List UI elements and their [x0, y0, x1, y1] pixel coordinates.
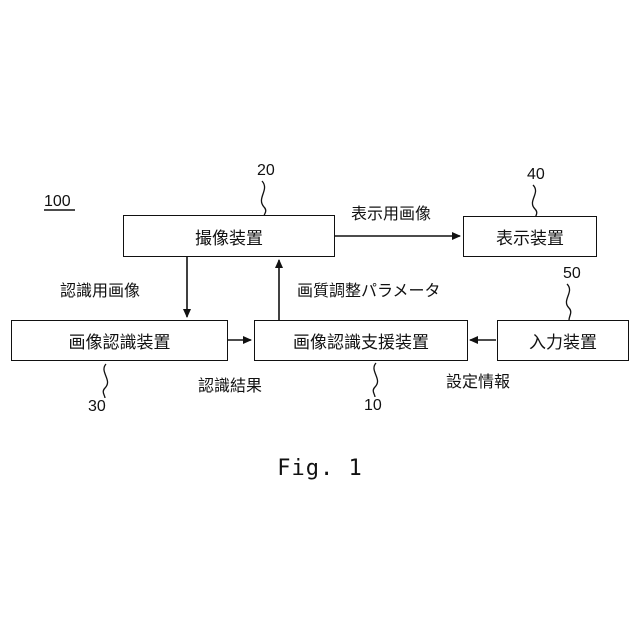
leader-support [373, 363, 377, 397]
recognizer-block: 画像認識装置 [11, 320, 228, 361]
camera-block: 撮像装置 [123, 215, 335, 257]
display-ref: 40 [527, 167, 545, 183]
input-ref: 50 [563, 266, 581, 282]
camera-ref: 20 [257, 163, 275, 179]
recognizer-ref: 30 [88, 399, 106, 415]
display-label: 表示装置 [496, 224, 564, 249]
edge-label-display-image: 表示用画像 [351, 206, 431, 222]
system-ref: 100 [44, 194, 71, 210]
edge-label-recognition-result: 認識結果 [198, 378, 262, 394]
display-block: 表示装置 [463, 216, 597, 257]
leader-input [566, 284, 570, 320]
edge-label-recognition-image: 認識用画像 [60, 283, 140, 299]
input-label: 入力装置 [529, 328, 597, 353]
leader-display [532, 185, 536, 219]
edge-label-setting-info: 設定情報 [446, 374, 510, 390]
camera-label: 撮像装置 [195, 224, 263, 249]
support-block: 画像認識支援装置 [254, 320, 468, 361]
input-block: 入力装置 [497, 320, 629, 361]
edge-label-quality-params: 画質調整パラメータ [297, 283, 441, 299]
figure-caption: Fig. 1 [0, 456, 640, 481]
leader-camera [261, 181, 265, 216]
support-label: 画像認識支援装置 [293, 328, 429, 353]
recognizer-label: 画像認識装置 [69, 328, 171, 353]
support-ref: 10 [364, 398, 382, 414]
leader-recognizer [103, 364, 107, 398]
